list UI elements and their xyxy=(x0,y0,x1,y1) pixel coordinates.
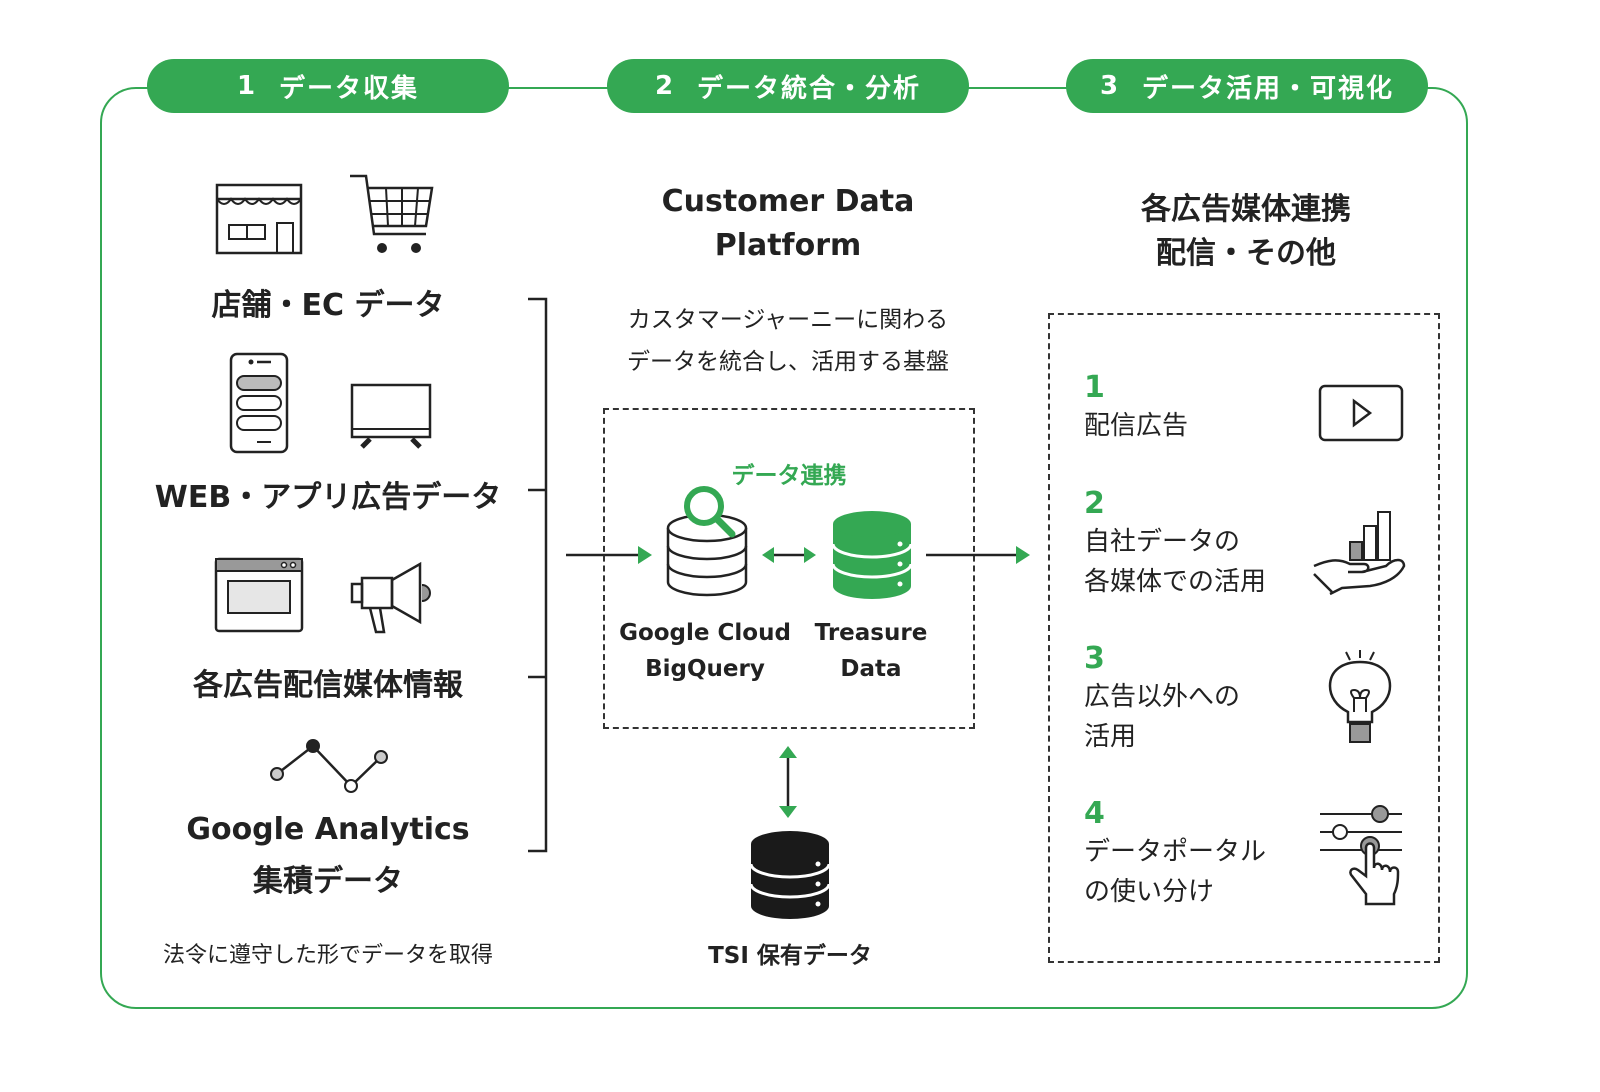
google-analytics-label: Google Analytics xyxy=(186,812,470,847)
usage-item-3-line2: 活用 xyxy=(1084,722,1137,752)
hand-chart-icon xyxy=(1313,511,1406,596)
cdp-title-line1: Customer Data xyxy=(661,184,915,219)
line-chart-icon xyxy=(270,739,388,793)
tsi-data-label: TSI 保有データ xyxy=(708,943,872,969)
data-link-label: データ連携 xyxy=(731,463,847,489)
usage-title-line2: 配信・その他 xyxy=(1156,236,1336,271)
bigquery-database-icon xyxy=(666,486,748,597)
collection-to-cdp-arrow xyxy=(566,546,652,564)
step-2-label: データ統合・分析 xyxy=(697,73,922,104)
step-1-pill: 1 データ収集 xyxy=(147,59,509,113)
step-3-label: データ活用・可視化 xyxy=(1142,73,1395,104)
accumulated-data-label: 集積データ xyxy=(253,864,403,899)
step-1-number: 1 xyxy=(236,71,258,101)
bidirectional-arrow-icon xyxy=(762,547,816,563)
bigquery-label-line2: BigQuery xyxy=(645,656,765,682)
shopping-cart-icon xyxy=(350,174,434,253)
store-icon xyxy=(215,183,303,255)
usage-item-4-number: 4 xyxy=(1084,796,1105,831)
step-3-number: 3 xyxy=(1099,71,1121,101)
tsi-database-icon xyxy=(749,831,831,919)
usage-item-3-line1: 広告以外への xyxy=(1084,682,1241,712)
cdp-integration-box xyxy=(603,408,975,729)
usage-item-1-line1: 配信広告 xyxy=(1084,411,1189,441)
usage-item-1-number: 1 xyxy=(1084,370,1105,405)
bigquery-label-line1: Google Cloud xyxy=(619,620,791,646)
lightbulb-icon xyxy=(1328,650,1392,743)
ad-media-info-label: 各広告配信媒体情報 xyxy=(193,668,463,703)
collection-bracket xyxy=(528,297,548,853)
web-app-ad-data-label: WEB・アプリ広告データ xyxy=(154,480,502,515)
usage-item-3-number: 3 xyxy=(1084,641,1105,676)
smartphone-icon xyxy=(229,352,289,454)
usage-item-4-line2: の使い分け xyxy=(1084,877,1215,907)
usage-items-box xyxy=(1048,313,1440,963)
collection-footnote: 法令に遵守した形でデータを取得 xyxy=(162,943,493,968)
cdp-tsi-vertical-arrow xyxy=(779,746,797,818)
usage-title-line1: 各広告媒体連携 xyxy=(1141,192,1351,227)
step-2-pill: 2 データ統合・分析 xyxy=(607,59,969,113)
treasure-data-label-line2: Data xyxy=(840,656,902,682)
browser-window-icon xyxy=(214,557,304,633)
step-1-label: データ収集 xyxy=(279,73,420,104)
usage-item-2-number: 2 xyxy=(1084,486,1105,521)
monitor-icon xyxy=(350,383,432,449)
slider-tap-icon xyxy=(1320,805,1402,906)
cdp-desc-line2: データを統合し、活用する基盤 xyxy=(627,349,949,375)
step-3-pill: 3 データ活用・可視化 xyxy=(1066,59,1428,113)
usage-item-4-line1: データポータル xyxy=(1084,837,1267,867)
usage-item-2-line2: 各媒体での活用 xyxy=(1084,567,1267,597)
cdp-desc-line1: カスタマージャーニーに関わる xyxy=(627,307,949,333)
video-play-icon xyxy=(1318,384,1404,442)
store-ec-data-label: 店舗・EC データ xyxy=(211,288,445,323)
treasure-data-database-icon xyxy=(831,511,913,599)
megaphone-icon xyxy=(350,561,431,634)
treasure-data-label-line1: Treasure xyxy=(814,620,928,646)
cdp-to-usage-arrow xyxy=(926,546,1030,564)
usage-item-2-line1: 自社データの xyxy=(1084,527,1241,557)
cdp-title-line2: Platform xyxy=(714,228,862,263)
step-2-number: 2 xyxy=(654,71,676,101)
